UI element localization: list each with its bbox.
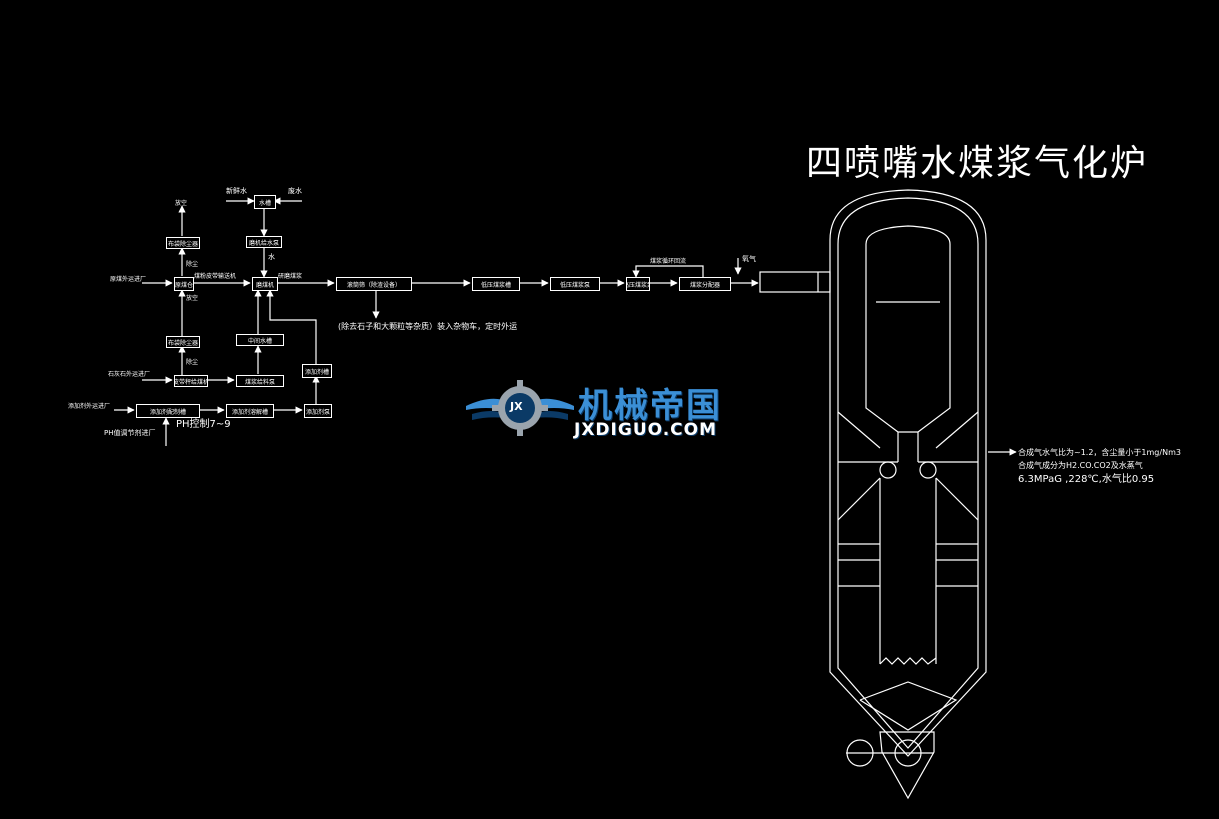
box-water-tank: 水槽 xyxy=(254,195,276,209)
box-dust-filter-1: 布袋除尘器 xyxy=(166,237,200,249)
badge-text: JX xyxy=(510,400,523,413)
box-drum-screen: 滚筒筛（除渣设备） xyxy=(336,277,412,291)
label-fresh-water: 新鲜水 xyxy=(226,187,247,195)
label-dust-2: 除尘 xyxy=(186,359,199,366)
label-gas-ratio: 合成气水气比为~1.2，含尘量小于1mg/Nm3 xyxy=(1018,448,1181,457)
box-intermediate-tank: 中间水槽 xyxy=(236,334,284,346)
label-gas-composition: 合成气成分为H2.CO.CO2及水蒸气 xyxy=(1018,461,1143,470)
box-additive-dissolve-tank: 添加剂溶解槽 xyxy=(226,404,274,418)
box-low-pressure-tank: 低压煤浆槽 xyxy=(472,277,520,291)
watermark-name-cn: 机械帝国 xyxy=(578,386,722,426)
label-additive-in: 添加剂外运进厂 xyxy=(68,403,111,410)
box-slurry-feed-pump: 煤浆给料泵 xyxy=(236,375,284,387)
box-high-pressure-pump: 高压煤浆泵 xyxy=(626,277,650,291)
box-additive-pump: 添加剂泵 xyxy=(304,404,332,418)
gasifier-vessel xyxy=(759,189,987,800)
label-raw-coal-in: 原煤外运进厂 xyxy=(110,276,147,283)
watermark-name-en: JXDIGUO.COM xyxy=(574,420,718,440)
label-recycle: 煤浆循环回流 xyxy=(650,258,687,265)
page-title: 四喷嘴水煤浆气化炉 xyxy=(806,143,1149,184)
box-low-pressure-pump: 低压煤浆泵 xyxy=(550,277,600,291)
label-dust-1: 除尘 xyxy=(186,261,199,268)
label-gas-conditions: 6.3MPaG ,228℃,水气比0.95 xyxy=(1018,474,1155,485)
label-limestone-in: 石灰石外运进厂 xyxy=(108,371,151,378)
box-additive-prep-tank: 添加剂配制槽 xyxy=(136,404,200,418)
gear-wings-icon xyxy=(466,380,574,436)
label-water: 水 xyxy=(268,253,275,261)
box-coal-mill: 磨煤机 xyxy=(252,277,278,291)
label-ground-slurry: 研磨煤浆 xyxy=(278,273,303,280)
box-additive-tank: 添加剂槽 xyxy=(302,364,332,378)
box-belt-feeder: 皮带秤给煤机 xyxy=(174,375,208,387)
label-ph-control: PH控制7~9 xyxy=(176,419,231,430)
label-coal-belt: 煤粉皮带输送机 xyxy=(194,273,237,280)
label-ph-in: PH值调节剂进厂 xyxy=(104,429,156,437)
box-dust-filter-2: 布袋除尘器 xyxy=(166,336,200,348)
box-slurry-distributor: 煤浆分配器 xyxy=(679,277,731,291)
label-vent-2: 放空 xyxy=(186,295,199,302)
box-raw-coal-bin: 原煤仓 xyxy=(174,277,194,291)
box-mill-water-pump: 磨机给水泵 xyxy=(246,236,282,248)
label-waste-note: (除去石子和大颗粒等杂质）装入杂物车，定时外运 xyxy=(338,322,518,331)
watermark-logo: JX 机械帝国 JXDIGUO.COM xyxy=(462,376,762,440)
flow-lines xyxy=(114,197,1017,456)
label-waste-water: 废水 xyxy=(288,187,302,195)
label-oxygen: 氧气 xyxy=(742,255,756,263)
box-vent: 放空 xyxy=(166,198,196,206)
